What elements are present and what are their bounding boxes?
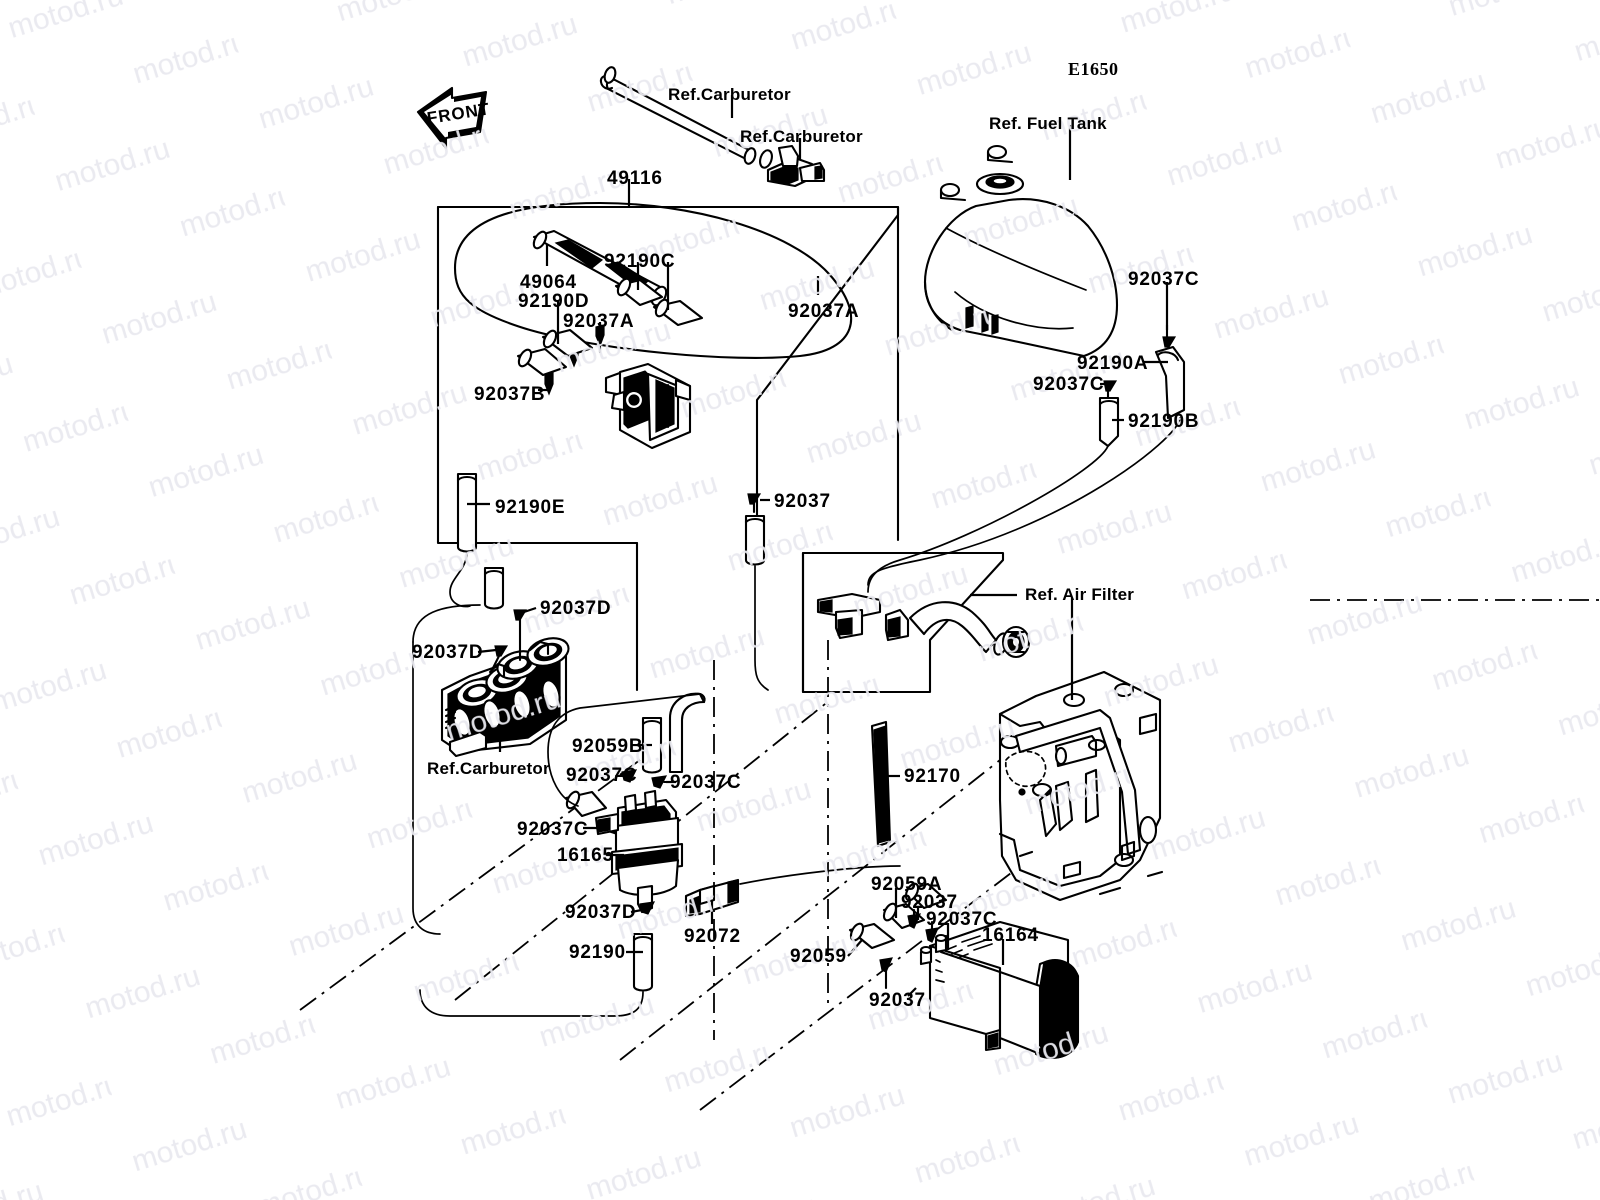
part-label-16164: 16164 bbox=[982, 925, 1039, 946]
ref-carburetor-tee-label: Ref.Carburetor bbox=[740, 127, 863, 146]
part-label-92037D-1: 92037D bbox=[540, 598, 612, 619]
part-label-92037C-d: 92037C bbox=[517, 819, 589, 840]
part-label-92190C: 92190C bbox=[604, 251, 676, 272]
diagram-code-label: E1650 bbox=[1068, 59, 1119, 79]
part-label-92037-center: 92037 bbox=[774, 491, 831, 512]
part-label-92190: 92190 bbox=[569, 942, 626, 963]
part-label-92037B: 92037B bbox=[474, 384, 546, 405]
part-label-92072: 92072 bbox=[684, 926, 741, 947]
part-label-92037A: 92037A bbox=[563, 311, 635, 332]
part-label-92037-f: 92037 bbox=[869, 990, 926, 1011]
part-label-92037C-a: 92037C bbox=[566, 765, 638, 786]
part-label-92037D-2: 92037D bbox=[412, 642, 484, 663]
part-label-92190B: 92190B bbox=[1128, 411, 1200, 432]
part-label-92037C-c: 92037C bbox=[670, 772, 742, 793]
part-label-92059: 92059 bbox=[790, 946, 847, 967]
part-label-92190E: 92190E bbox=[495, 497, 566, 518]
part-label-92059B: 92059B bbox=[572, 736, 644, 757]
ref-carburetor-top-label: Ref.Carburetor bbox=[668, 85, 791, 104]
part-label-92190D: 92190D bbox=[518, 291, 590, 312]
part-label-16165: 16165 bbox=[557, 845, 614, 866]
ref-air-filter-label: Ref. Air Filter bbox=[1025, 585, 1135, 604]
part-label-92037A-right: 92037A bbox=[788, 301, 860, 322]
part-label-92190A: 92190A bbox=[1077, 353, 1149, 374]
part-label-92170: 92170 bbox=[904, 766, 961, 787]
part-label-92037C-tank: 92037C bbox=[1128, 269, 1200, 290]
part-label-92037C-b: 92037C bbox=[1033, 374, 1105, 395]
ref-fuel-tank-label: Ref. Fuel Tank bbox=[989, 114, 1107, 133]
part-label-49116: 49116 bbox=[607, 168, 663, 189]
part-label-92037D-3: 92037D bbox=[565, 902, 637, 923]
ref-carburetor-bank-label: Ref.Carburetor bbox=[427, 759, 550, 778]
part-label-49064: 49064 bbox=[520, 272, 577, 293]
